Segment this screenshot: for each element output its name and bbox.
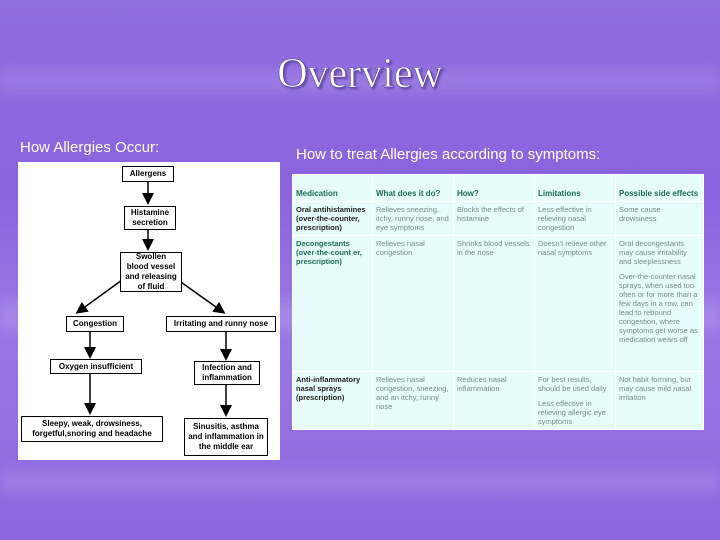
flow-box-histamine: Histamine secretion (124, 206, 176, 230)
col-header-side-effects: Possible side effects (615, 174, 704, 202)
cell-what: Relieves nasal congestion (372, 235, 454, 372)
cell-medication: Decongestants (over-the-count er, prescr… (292, 235, 373, 372)
cell-side-effects: Some cause drowsiness (615, 201, 704, 236)
allergy-flowchart: Allergens Histamine secretion Swollen bl… (18, 162, 280, 460)
table-header-row: Medication What does it do? How? Limitat… (292, 174, 704, 202)
flow-box-allergens: Allergens (122, 166, 174, 182)
cell-limitations: For best results, should be used daily L… (534, 371, 616, 430)
col-header-medication: Medication (292, 174, 373, 202)
flow-box-congestion: Congestion (66, 316, 124, 332)
cell-medication: Oral antihistamines (over-the-counter, p… (292, 201, 373, 236)
col-header-limitations: Limitations (534, 174, 616, 202)
cell-side-effects: Not habit forming, but may cause mild na… (615, 371, 704, 430)
cell-side-effects-part1: Oral decongestants may cause irritabilit… (619, 239, 687, 266)
cell-limitations: Doesn't relieve other nasal symptoms (534, 235, 616, 372)
col-header-what: What does it do? (372, 174, 454, 202)
arrow-swollen-irritating (177, 279, 226, 314)
cell-how: Blocks the effects of histamine (453, 201, 535, 236)
flow-box-sinusitis: Sinusitis, asthma and inflammation in th… (184, 418, 268, 456)
slide-title: Overview (277, 51, 443, 98)
flowchart-arrows (75, 182, 232, 417)
flow-box-irritating: Irritating and runny nose (166, 316, 276, 332)
flow-box-swollen: Swollen blood vessel and releasing of fl… (120, 252, 182, 292)
table-row: Decongestants (over-the-count er, prescr… (292, 235, 704, 372)
left-subtitle: How Allergies Occur: (20, 139, 160, 156)
treatment-table: Medication What does it do? How? Limitat… (292, 174, 704, 430)
cell-how: Shrinks blood vessels in the nose (453, 235, 535, 372)
cell-limitations: Less effective in relieving nasal conges… (534, 201, 616, 236)
cell-limitations-part2: Less effective in relieving allergic eye… (538, 399, 606, 426)
flow-box-sleepy: Sleepy, weak, drowsiness, forgetful,snor… (21, 416, 163, 442)
cell-medication: Anti-inflammatory nasal sprays (prescrip… (292, 371, 373, 430)
background-streak (0, 470, 720, 494)
arrow-swollen-congestion (75, 279, 123, 314)
cell-side-effects: Oral decongestants may cause irritabilit… (615, 235, 704, 372)
table-row: Anti-inflammatory nasal sprays (prescrip… (292, 371, 704, 430)
cell-what: Relieves sneezing, itchy, runny nose, an… (372, 201, 454, 236)
background-streak (0, 70, 720, 92)
flow-box-oxygen: Oxygen insufficient (50, 359, 142, 374)
cell-side-effects-part2: Over-the-counter nasal sprays, when used… (619, 272, 698, 344)
right-subtitle: How to treat Allergies according to symp… (296, 146, 601, 163)
col-header-how: How? (453, 174, 535, 202)
cell-limitations-part1: For best results, should be used daily (538, 375, 607, 393)
cell-how: Reduces nasal inflammation (453, 371, 535, 430)
table-row: Oral antihistamines (over-the-counter, p… (292, 201, 704, 236)
flow-box-infection: Infection and inflammation (194, 361, 260, 385)
cell-what: Relieves nasal congestion, sneezing, and… (372, 371, 454, 430)
